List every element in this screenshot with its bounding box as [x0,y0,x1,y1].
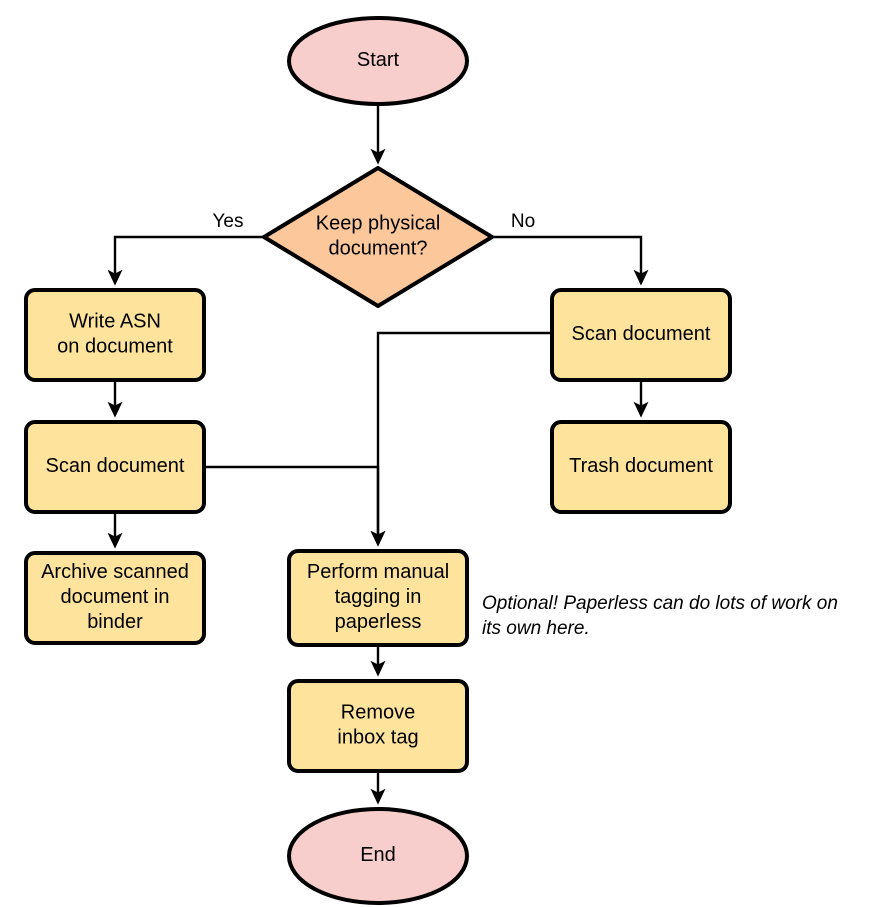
edge-labels-layer: Yes No [213,211,536,232]
node-label-start: Start [357,49,400,71]
node-label-scan-left: Scan document [46,455,185,477]
shape-rounded-rect [550,420,732,514]
annotation-optional-note: Optional! Paperless can do lots of work … [482,593,838,639]
shape-ellipse [287,807,469,905]
node-label-scan-right: Scan document [572,323,711,345]
node-start[interactable]: Start [287,16,469,106]
edge-scan-right-to-tagging [370,331,552,547]
edge-decision-no-to-scan-right [492,235,649,286]
annotations-layer: Optional! Paperless can do lots of work … [482,593,838,639]
edge-scan-left-to-tagging [204,465,386,547]
shape-rounded-rect [550,288,732,382]
node-scan-right[interactable]: Scan document [550,288,732,382]
node-end[interactable]: End [287,807,469,905]
shape-rounded-rect [24,420,206,514]
edge-decision-yes-to-write-asn [107,235,264,286]
node-trash[interactable]: Trash document [550,420,732,514]
node-label-end: End [360,844,396,866]
edge-label-label-no: No [511,211,535,232]
shape-rounded-rect [24,288,206,382]
shape-rounded-rect [287,679,469,773]
node-scan-left[interactable]: Scan document [24,420,206,514]
edges-layer [107,104,649,805]
shape-rounded-rect [24,551,206,645]
node-label-trash: Trash document [569,455,713,477]
shape-diamond [262,166,494,308]
edge-label-label-yes: Yes [213,211,244,232]
shape-ellipse [287,16,469,106]
shape-rounded-rect [287,549,469,647]
